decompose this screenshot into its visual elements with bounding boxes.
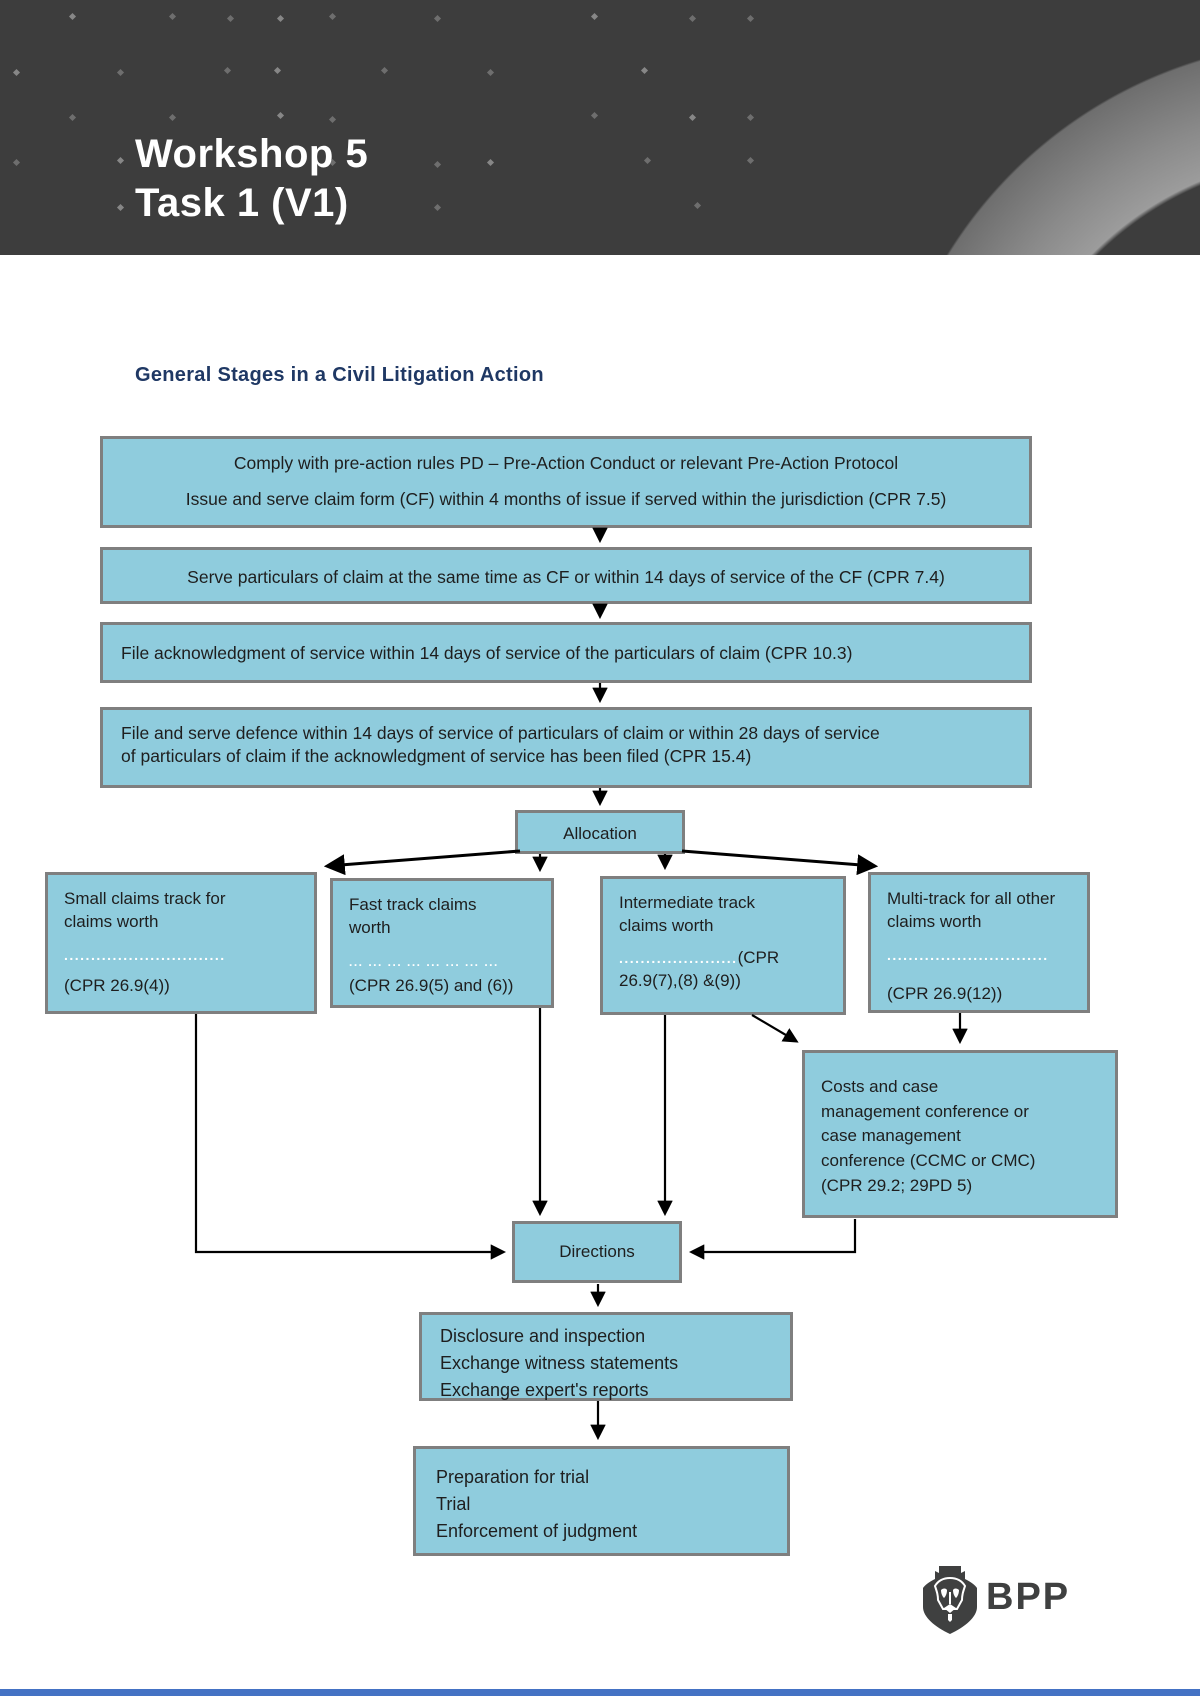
defence-line2: of particulars of claim if the acknowled… xyxy=(121,746,752,767)
pre-action-line2: Issue and serve claim form (CF) within 4… xyxy=(185,489,947,510)
bpp-lion-shield-icon xyxy=(923,1566,977,1634)
intermediate-line1: Intermediate track xyxy=(619,893,756,912)
decorative-dot xyxy=(640,66,649,75)
decorative-dot xyxy=(328,12,337,21)
decorative-dot xyxy=(116,156,125,165)
flow-box-trial: Preparation for trial Trial Enforcement … xyxy=(413,1446,790,1556)
page-title-line1: Workshop 5 xyxy=(135,132,369,176)
multi-track-line2: claims worth xyxy=(887,912,982,932)
decorative-dot xyxy=(116,68,125,77)
decorative-ring xyxy=(880,40,1200,255)
disclosure-line1: Disclosure and inspection xyxy=(440,1326,646,1346)
decorative-dot xyxy=(486,68,495,77)
decorative-dot xyxy=(116,203,125,212)
decorative-dot xyxy=(486,158,495,167)
decorative-dot xyxy=(273,66,282,75)
decorative-dot xyxy=(223,66,232,75)
decorative-dot xyxy=(276,111,285,120)
multi-track-cpr: (CPR 26.9(12)) xyxy=(887,983,1003,1003)
bottom-accent-bar xyxy=(0,1689,1200,1696)
intermediate-line2: claims worth xyxy=(619,916,714,936)
decorative-dot xyxy=(746,113,755,122)
decorative-dot xyxy=(433,160,442,169)
flow-box-defence: File and serve defence within 14 days of… xyxy=(100,707,1032,788)
decorative-dot xyxy=(276,14,285,23)
small-claims-line2: claims worth xyxy=(64,912,159,932)
flow-box-ccmc: Costs and case management conference or … xyxy=(802,1050,1118,1218)
fast-track-line2: worth xyxy=(349,918,391,938)
flow-box-directions: Directions xyxy=(512,1221,682,1283)
pre-action-line1: Comply with pre-action rules PD – Pre-Ac… xyxy=(233,453,899,473)
decorative-dot xyxy=(688,113,697,122)
arrow-allocation-small-claims xyxy=(323,849,521,876)
decorative-dot xyxy=(380,66,389,75)
flow-box-fast-track: Fast track claims worth ... ... ... ... … xyxy=(330,878,554,1008)
decorative-dot xyxy=(68,113,77,122)
decorative-dot xyxy=(168,113,177,122)
section-title: General Stages in a Civil Litigation Act… xyxy=(135,364,544,386)
bpp-logo-text: BPP xyxy=(986,1576,1071,1618)
decorative-dot xyxy=(746,14,755,23)
flow-box-disclosure: Disclosure and inspection Exchange witne… xyxy=(419,1312,793,1401)
bpp-logo: BPP xyxy=(922,1566,1142,1636)
ccmc-line5: (CPR 29.2; 29PD 5) xyxy=(821,1175,973,1195)
disclosure-line3: Exchange expert's reports xyxy=(440,1380,649,1400)
arrow-intermediate-ccmc xyxy=(751,1014,799,1043)
multi-track-line1: Multi-track for all other xyxy=(887,889,1056,908)
fast-track-line1: Fast track claims xyxy=(349,895,477,914)
small-claims-dotted-line: .............................. xyxy=(64,946,226,963)
decorative-dot xyxy=(12,158,21,167)
flow-box-allocation: Allocation xyxy=(515,810,685,854)
intermediate-cpr-line2: 26.9(7),(8) &(9)) xyxy=(619,971,741,991)
defence-line1: File and serve defence within 14 days of… xyxy=(121,723,880,743)
intermediate-cpr-inline: (CPR xyxy=(737,947,780,967)
decorative-dot xyxy=(688,14,697,23)
small-claims-cpr: (CPR 26.9(4)) xyxy=(64,975,170,995)
ccmc-line3: case management xyxy=(821,1126,961,1146)
flow-box-acknowledgment: File acknowledgment of service within 14… xyxy=(100,622,1032,683)
flow-box-small-claims: Small claims track for claims worth ....… xyxy=(45,872,317,1014)
header-banner: Workshop 5 Task 1 (V1) xyxy=(0,0,1200,255)
decorative-dot xyxy=(433,203,442,212)
decorative-dot xyxy=(68,12,77,21)
multi-track-dotted-line: .............................. xyxy=(887,946,1049,963)
flow-box-particulars: Serve particulars of claim at the same t… xyxy=(100,547,1032,604)
trial-line1: Preparation for trial xyxy=(436,1467,590,1487)
disclosure-line2: Exchange witness statements xyxy=(440,1353,679,1373)
intermediate-dotted-line: ...................... xyxy=(619,949,738,966)
ccmc-line1: Costs and case xyxy=(821,1077,939,1096)
decorative-dot xyxy=(226,14,235,23)
arrow-ccmc-directions xyxy=(688,1219,857,1260)
flow-box-multi-track: Multi-track for all other claims worth .… xyxy=(868,872,1090,1013)
decorative-dot xyxy=(746,156,755,165)
decorative-dot xyxy=(328,115,337,124)
trial-line3: Enforcement of judgment xyxy=(436,1521,638,1541)
trial-line2: Trial xyxy=(436,1494,471,1514)
decorative-dot xyxy=(433,14,442,23)
decorative-dot xyxy=(590,12,599,21)
decorative-dot xyxy=(12,68,21,77)
flow-box-pre-action: Comply with pre-action rules PD – Pre-Ac… xyxy=(100,436,1032,528)
decorative-dot xyxy=(168,12,177,21)
decorative-dot xyxy=(693,201,702,210)
flow-box-intermediate-track: Intermediate track claims worth ........… xyxy=(600,876,846,1015)
ccmc-line2: management conference or xyxy=(821,1101,1029,1121)
arrow-allocation-multi-track xyxy=(681,849,879,876)
fast-track-cpr: (CPR 26.9(5) and (6)) xyxy=(349,975,514,995)
page-title: Workshop 5 Task 1 (V1) xyxy=(135,130,368,228)
decorative-dot xyxy=(590,111,599,120)
fast-track-dotted-line: ... ... ... ... ... ... ... ... xyxy=(349,954,499,969)
small-claims-line1: Small claims track for xyxy=(64,889,226,908)
page-title-line2: Task 1 (V1) xyxy=(135,180,349,225)
arrow-small-claims-directions xyxy=(194,1014,507,1260)
ccmc-line4: conference (CCMC or CMC) xyxy=(821,1150,1036,1170)
decorative-dot xyxy=(643,156,652,165)
